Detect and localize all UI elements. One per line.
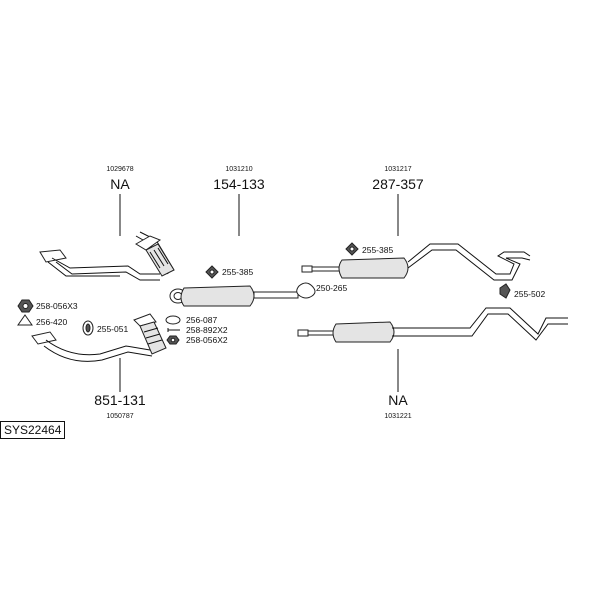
- nut-icon-258-056x3: [17, 299, 34, 313]
- part-label-255-502: 255-502: [514, 289, 545, 299]
- bolt-icon-258-892x2: [167, 328, 180, 332]
- part-label-258-892x2: 258-892X2: [186, 325, 228, 335]
- middle-silencer-drawing: [169, 285, 299, 307]
- manifold-pipe-code: 1050787: [106, 413, 133, 420]
- part-label-258-056x2: 258-056X2: [186, 335, 228, 345]
- part-label-256-420: 256-420: [36, 317, 67, 327]
- front-pipe-code: 1029678: [106, 166, 133, 173]
- rear-silencer-bottom-number: NA: [388, 392, 408, 408]
- manifold-pipe-drawing: [31, 313, 167, 362]
- front-pipe-number: NA: [110, 176, 130, 192]
- part-label-256-087: 256-087: [186, 315, 217, 325]
- nut-icon-258-056x2: [166, 335, 180, 345]
- rear-silencer-top-code: 1031217: [384, 166, 411, 173]
- hanger-icon-255-502: [499, 283, 511, 299]
- rear-silencer-bottom-code: 1031221: [384, 413, 411, 420]
- clamp-icon-250-265: [296, 282, 316, 299]
- manifold-pipe-number: 851-131: [94, 392, 146, 408]
- part-label-250-265: 250-265: [316, 283, 347, 293]
- rear-silencer-bottom-drawing: [297, 307, 568, 343]
- gasket-icon-256-087: [165, 315, 181, 325]
- system-id-label: SYS22464: [0, 421, 66, 439]
- hanger-icon-255-385-b: [345, 242, 359, 256]
- rear-silencer-top-number: 287-357: [372, 176, 424, 192]
- rear-silencer-top-drawing: [301, 243, 531, 281]
- middle-silencer-code: 1031210: [225, 166, 252, 173]
- gasket-icon-256-420: [17, 314, 33, 326]
- part-label-255-385-b: 255-385: [362, 245, 393, 255]
- part-label-255-051: 255-051: [97, 324, 128, 334]
- part-label-255-385-a: 255-385: [222, 267, 253, 277]
- hanger-icon-255-385-a: [205, 265, 219, 279]
- front-pipe-drawing: [39, 231, 175, 281]
- part-label-258-056x3: 258-056X3: [36, 301, 78, 311]
- middle-silencer-number: 154-133: [213, 176, 265, 192]
- hanger-icon-255-051: [82, 320, 94, 336]
